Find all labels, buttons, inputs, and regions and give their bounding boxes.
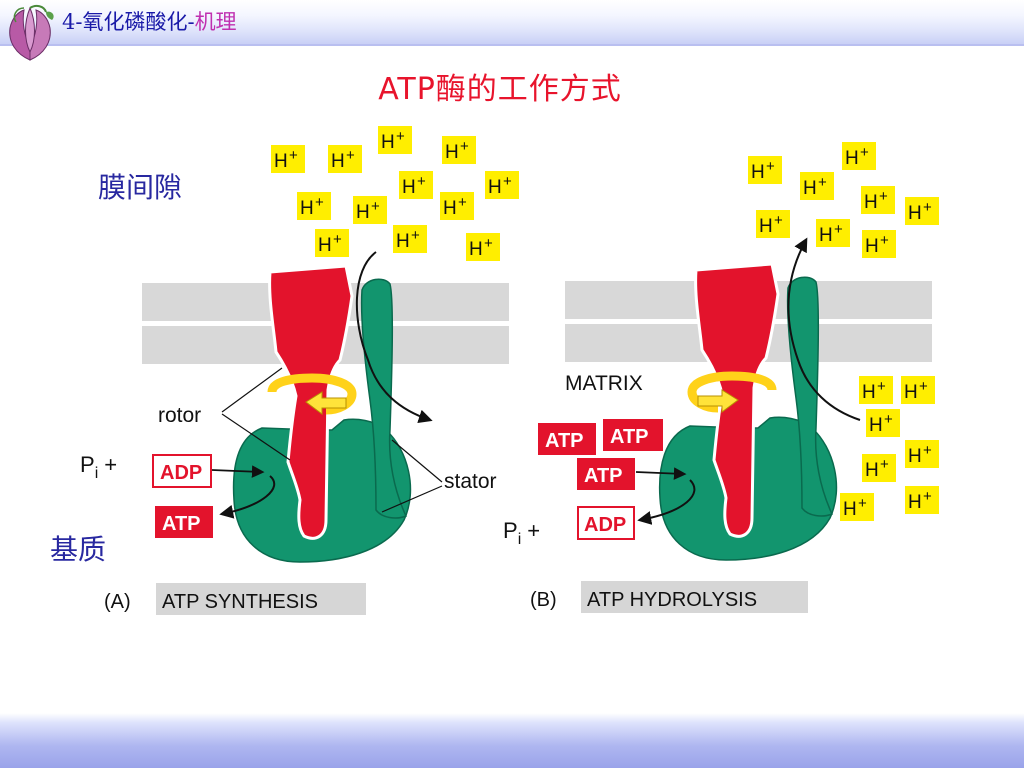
proton-label <box>440 192 474 220</box>
proton-label <box>442 136 476 164</box>
atp-box <box>538 423 596 455</box>
caption-b-bg <box>581 581 808 613</box>
caption-a-bg <box>156 583 366 615</box>
proton-label <box>901 376 935 404</box>
header-title: 4-氧化磷酸化-机理 <box>62 9 237 35</box>
proton-label <box>399 171 433 199</box>
hydrolysis-arrow <box>637 479 696 525</box>
adp-box <box>152 454 212 488</box>
proton-label <box>842 142 876 170</box>
lily-logo-icon <box>9 4 54 61</box>
footer-bar <box>0 713 1024 768</box>
adp-label: ADP <box>160 462 202 484</box>
proton-label <box>485 171 519 199</box>
header-title-main: 4-氧化磷酸化- <box>62 10 195 34</box>
proton-label <box>862 454 896 482</box>
rotor-pointer <box>221 367 283 413</box>
matrix-cn-label: 基质 <box>50 533 107 566</box>
proton-label <box>378 126 412 154</box>
proton-flow-arrow <box>355 251 433 424</box>
proton-label <box>353 196 387 224</box>
atp-arrow <box>635 467 687 480</box>
rotor-label: rotor <box>158 404 201 427</box>
atp-label: ATP <box>584 465 623 487</box>
stator-pointer <box>391 439 443 483</box>
caption-a-letter: (A) <box>104 591 131 613</box>
proton-label <box>297 192 331 220</box>
header-divider <box>0 44 1024 46</box>
panel-b: MATRIX ATP ATP ATP Pi+ ADP (B) ATP HYDRO… <box>503 142 939 613</box>
slide-title: ATP酶的工作方式 <box>378 72 622 107</box>
atp-label: ATP <box>610 426 649 448</box>
header-title-sub: 机理 <box>194 10 237 34</box>
proton-label <box>905 197 939 225</box>
proton-label <box>861 186 895 214</box>
adp-box <box>577 506 635 540</box>
proton-flow-arrow <box>787 237 861 421</box>
atp-box <box>603 419 663 451</box>
adp-label: ADP <box>584 514 626 536</box>
caption-b-text: ATP HYDROLYSIS <box>587 589 757 611</box>
rotation-arrow-icon <box>697 389 739 413</box>
atp-box <box>577 458 635 490</box>
proton-label <box>816 219 850 247</box>
stator-arm <box>786 276 834 517</box>
caption-a-text: ATP SYNTHESIS <box>162 591 318 613</box>
atp-label: ATP <box>545 430 584 452</box>
intermembrane-space-label: 膜间隙 <box>98 171 183 204</box>
rotation-arrow-icon <box>305 391 347 415</box>
stator-pointer <box>381 485 443 513</box>
proton-label <box>756 210 790 238</box>
adp-arrow <box>211 465 265 478</box>
proton-label <box>840 493 874 521</box>
proton-label <box>328 145 362 173</box>
synthesis-arrow <box>219 475 276 519</box>
proton-label <box>466 233 500 261</box>
rotor-pointer <box>221 413 291 461</box>
proton-label <box>800 172 834 200</box>
atp-box <box>155 506 213 538</box>
proton-label <box>393 225 427 253</box>
proton-label <box>315 229 349 257</box>
proton-label <box>862 230 896 258</box>
stator-label: stator <box>444 470 497 493</box>
proton-label <box>866 409 900 437</box>
proton-label <box>859 376 893 404</box>
caption-b-letter: (B) <box>530 589 557 611</box>
proton-label <box>905 440 939 468</box>
proton-label <box>748 156 782 184</box>
pi-label: Pi+ <box>503 518 540 548</box>
panel-a: rotor stator Pi+ ADP ATP (A) ATP SYNTHES… <box>80 126 519 615</box>
header-bar <box>0 0 1024 44</box>
pi-label: Pi+ <box>80 452 117 482</box>
matrix-label: MATRIX <box>565 372 643 395</box>
stator-arm <box>360 278 408 519</box>
atp-label: ATP <box>162 513 201 535</box>
proton-label <box>905 486 939 514</box>
proton-label <box>271 145 305 173</box>
